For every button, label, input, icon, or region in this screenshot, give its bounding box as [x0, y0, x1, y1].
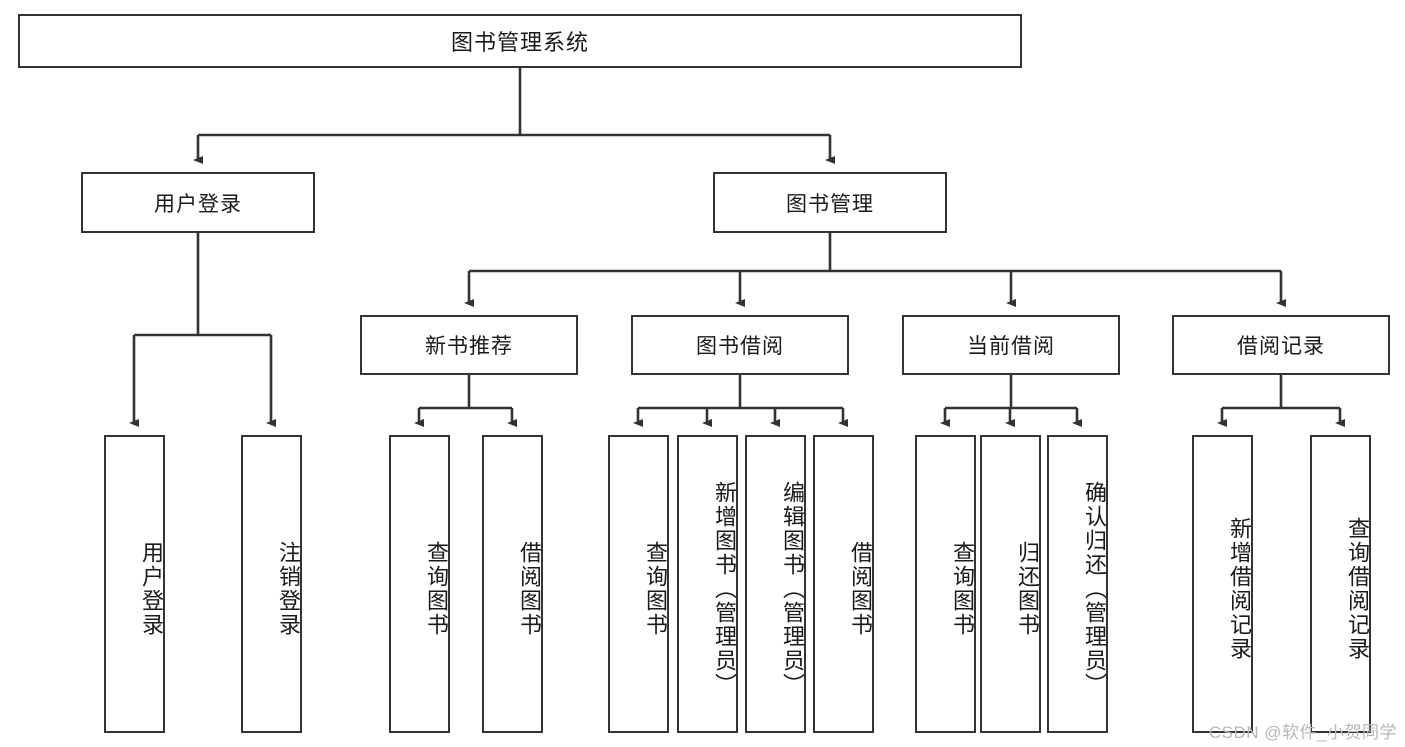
node-leaf-add-borrow-record[interactable]: 新增借阅记录 [1192, 435, 1253, 733]
node-leaf-return-book-label: 归还图书 [1015, 541, 1040, 637]
node-book-borrow-label: 图书借阅 [696, 335, 784, 358]
node-leaf-borrow-book-1[interactable]: 借阅图书 [482, 435, 543, 733]
node-new-book-recommendation-label: 新书推荐 [425, 335, 513, 358]
node-leaf-confirm-return-label: 确认归还（管理员） [1082, 481, 1107, 697]
node-leaf-query-book-3[interactable]: 查询图书 [915, 435, 976, 733]
node-leaf-logout-label: 注销登录 [276, 541, 301, 637]
node-leaf-logout[interactable]: 注销登录 [241, 435, 302, 733]
node-leaf-query-book-2-label: 查询图书 [643, 541, 668, 637]
node-root[interactable]: 图书管理系统 [18, 14, 1022, 68]
node-new-book-recommendation[interactable]: 新书推荐 [360, 315, 578, 375]
node-borrow-record-label: 借阅记录 [1237, 335, 1325, 358]
node-leaf-confirm-return[interactable]: 确认归还（管理员） [1047, 435, 1108, 733]
node-leaf-borrow-book-2[interactable]: 借阅图书 [813, 435, 874, 733]
node-current-borrow[interactable]: 当前借阅 [902, 315, 1120, 375]
node-leaf-add-book[interactable]: 新增图书（管理员） [677, 435, 738, 733]
node-current-borrow-label: 当前借阅 [967, 335, 1055, 358]
watermark: CSDN @软件_小贺同学 [1208, 723, 1397, 742]
node-leaf-query-borrow-record[interactable]: 查询借阅记录 [1310, 435, 1371, 733]
node-leaf-borrow-book-2-label: 借阅图书 [848, 541, 873, 637]
node-leaf-query-book-3-label: 查询图书 [950, 541, 975, 637]
node-leaf-query-borrow-record-label: 查询借阅记录 [1345, 517, 1370, 661]
node-leaf-user-login-label: 用户登录 [139, 541, 164, 637]
node-leaf-user-login[interactable]: 用户登录 [104, 435, 165, 733]
node-leaf-query-book-2[interactable]: 查询图书 [608, 435, 669, 733]
node-borrow-record[interactable]: 借阅记录 [1172, 315, 1390, 375]
node-leaf-query-book-1[interactable]: 查询图书 [389, 435, 450, 733]
node-user-login[interactable]: 用户登录 [81, 172, 315, 233]
node-user-login-label: 用户登录 [154, 192, 242, 216]
node-leaf-add-book-label: 新增图书（管理员） [712, 481, 737, 697]
node-book-manage[interactable]: 图书管理 [713, 172, 947, 233]
node-leaf-add-borrow-record-label: 新增借阅记录 [1227, 517, 1252, 661]
node-root-label: 图书管理系统 [450, 30, 589, 55]
node-leaf-borrow-book-1-label: 借阅图书 [517, 541, 542, 637]
node-leaf-return-book[interactable]: 归还图书 [980, 435, 1041, 733]
node-leaf-edit-book-label: 编辑图书（管理员） [780, 481, 805, 697]
node-book-manage-label: 图书管理 [786, 192, 874, 216]
node-book-borrow[interactable]: 图书借阅 [631, 315, 849, 375]
node-leaf-query-book-1-label: 查询图书 [424, 541, 449, 637]
node-leaf-edit-book[interactable]: 编辑图书（管理员） [745, 435, 806, 733]
